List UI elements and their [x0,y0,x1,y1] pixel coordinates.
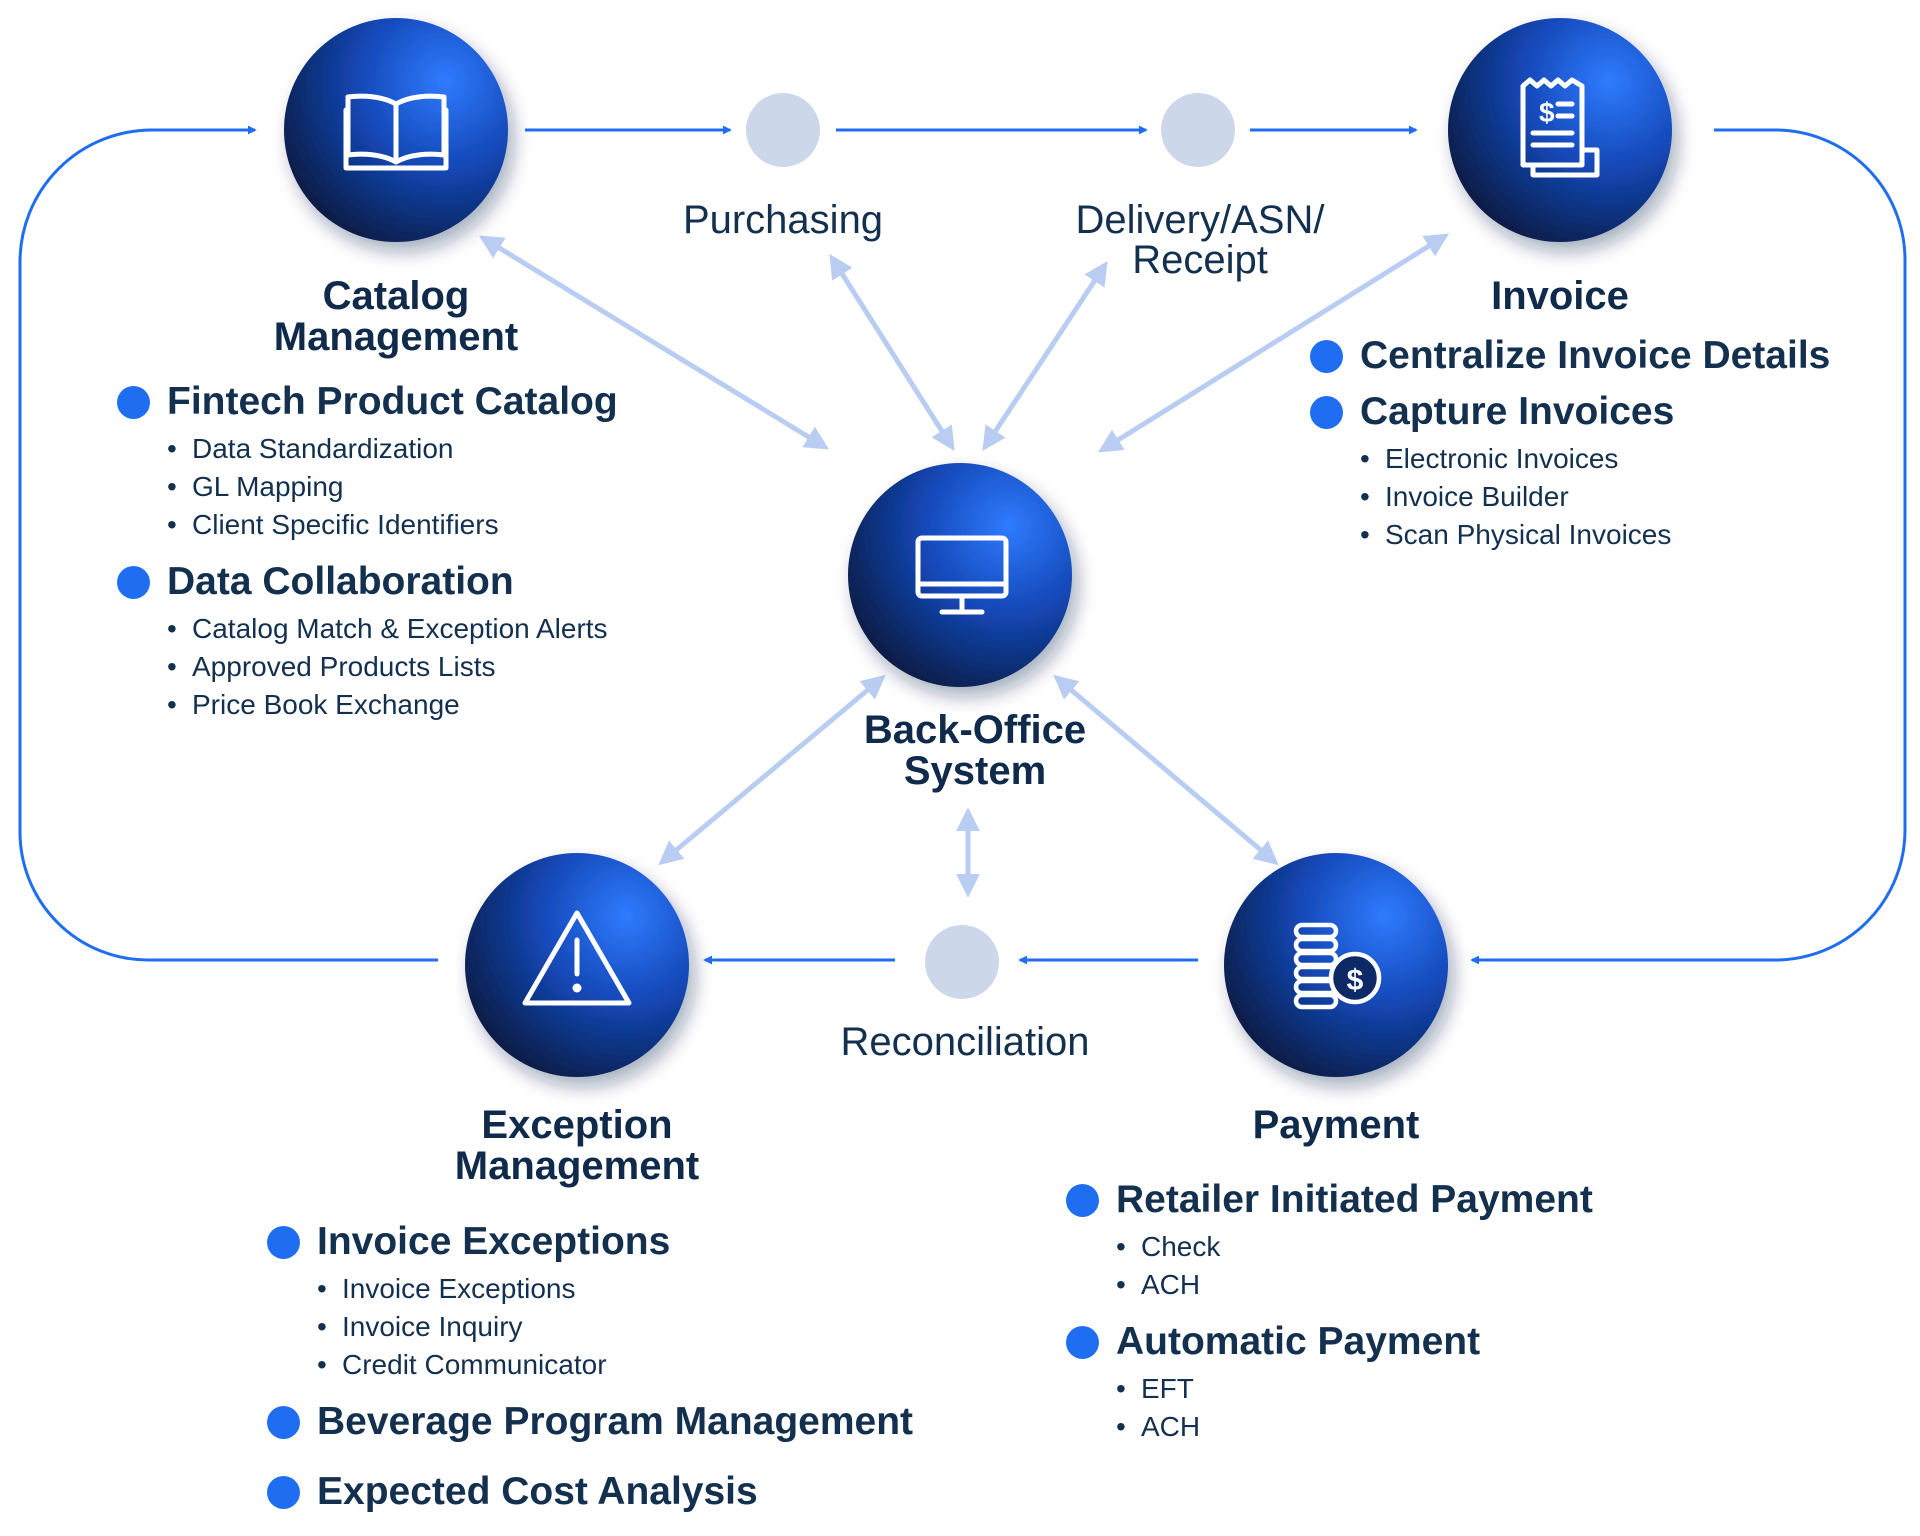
link-purchasing-backoffice [829,253,955,452]
exception-sub-item: Credit Communicator [317,1346,913,1384]
receipt-icon: $ [1520,77,1600,178]
exception-node [465,853,689,1077]
catalog-sub-item: Catalog Match & Exception Alerts [167,610,618,648]
exception-title-line-1: Exception [481,1103,673,1147]
exception-item: Beverage Program Management [267,1394,913,1450]
invoice-item-label: Centralize Invoice Details [1360,334,1831,377]
catalog-sub-item: Price Book Exchange [167,686,618,724]
exception-item: Expected Cost Analysis [267,1464,913,1520]
bullet-dot [1066,1325,1099,1359]
payment-item-label: Retailer Initiated Payment [1116,1178,1593,1221]
payment-item-label: Automatic Payment [1116,1320,1481,1363]
catalog-item: Data Collaboration Catalog Match & Excep… [117,554,618,724]
catalog-sub-item: Approved Products Lists [167,648,618,686]
catalog-title-line-1: Catalog [322,274,470,318]
exception-sub-item: Invoice Inquiry [317,1308,913,1346]
link-catalog-backoffice [478,235,830,450]
svg-text:$: $ [1347,964,1364,997]
stage-label-purchasing: Purchasing [682,198,884,242]
bullet-dot [1310,395,1343,429]
invoice-item: Centralize Invoice Details [1310,328,1830,384]
bullet-dot [267,1475,300,1509]
exception-item: Invoice Exceptions Invoice Exceptions In… [267,1214,913,1384]
coins-dollar-icon: $ [1293,922,1382,1010]
link-payment-backoffice [1053,674,1279,866]
exception-section: Invoice Exceptions Invoice Exceptions In… [267,1214,913,1520]
bullet-dot [117,565,150,599]
svg-text:$: $ [1539,97,1555,128]
stage-label-reconciliation: Reconciliation [840,1020,1090,1064]
book-icon [343,93,449,171]
exception-item-label: Expected Cost Analysis [317,1470,758,1513]
catalog-title-line-2: Management [273,315,519,359]
link-delivery-backoffice [982,260,1108,452]
catalog-node [284,18,508,242]
catalog-title: Catalog Management [246,276,546,358]
payment-sub-item: Check [1116,1228,1593,1266]
bullet-dot [1066,1183,1099,1217]
back-office-node [848,463,1072,687]
invoice-item-label: Capture Invoices [1360,390,1675,433]
back-office-title: Back-Office System [810,710,1140,792]
payment-sub-item: EFT [1116,1370,1593,1408]
warning-icon [522,910,632,1006]
stage-dot-delivery [1161,93,1235,167]
payment-item: Automatic Payment EFT ACH [1066,1314,1593,1446]
catalog-sub-item: Data Standardization [167,430,618,468]
back-office-title-line-1: Back-Office [863,708,1087,752]
exception-item-label: Beverage Program Management [317,1400,914,1443]
invoice-sub-item: Scan Physical Invoices [1360,516,1830,554]
catalog-section: Fintech Product Catalog Data Standardiza… [117,374,618,724]
link-invoice-backoffice [1097,233,1450,453]
back-office-title-line-2: System [903,749,1047,793]
payment-node: $ [1224,853,1448,1077]
catalog-sub-item: Client Specific Identifiers [167,506,618,544]
exception-title: Exception Management [422,1105,732,1187]
monitor-icon [915,535,1009,615]
payment-sub-item: ACH [1116,1408,1593,1446]
payment-section: Retailer Initiated Payment Check ACH Aut… [1066,1172,1593,1446]
catalog-item-label: Fintech Product Catalog [167,380,618,423]
payment-title: Payment [1252,1103,1420,1147]
exception-title-line-2: Management [454,1144,700,1188]
stage-dot-reconciliation [925,925,999,999]
bullet-dot [267,1225,300,1259]
catalog-item-label: Data Collaboration [167,560,514,603]
stage-label-delivery: Delivery/ASN/ Receipt [1050,200,1350,280]
exception-sub-item: Invoice Exceptions [317,1270,913,1308]
loop-right-connector [1470,128,1907,965]
stage-label-delivery-line-1: Delivery/ASN/ [1075,198,1325,242]
invoice-sub-item: Electronic Invoices [1360,440,1830,478]
invoice-item: Capture Invoices Electronic Invoices Inv… [1310,384,1830,554]
bullet-dot [1310,339,1343,373]
bullet-dot [267,1405,300,1439]
invoice-section: Centralize Invoice Details Capture Invoi… [1310,328,1830,554]
catalog-sub-item: GL Mapping [167,468,618,506]
link-exception-backoffice [658,674,886,866]
payment-item: Retailer Initiated Payment Check ACH [1066,1172,1593,1304]
invoice-sub-item: Invoice Builder [1360,478,1830,516]
catalog-item: Fintech Product Catalog Data Standardiza… [117,374,618,544]
stage-dot-purchasing [746,93,820,167]
invoice-title: Invoice [1491,274,1629,318]
bullet-dot [117,385,150,419]
stage-label-delivery-line-2: Receipt [1132,238,1268,282]
exception-item-label: Invoice Exceptions [317,1220,671,1263]
payment-sub-item: ACH [1116,1266,1593,1304]
invoice-node: $ [1448,18,1672,242]
loop-left-connector [18,125,438,962]
